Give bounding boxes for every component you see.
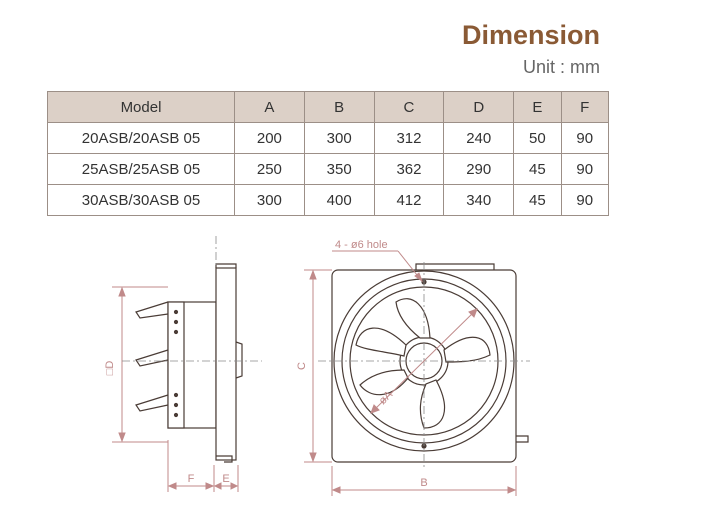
dimension-label-d: □D — [104, 361, 116, 376]
column-header-e: E — [513, 91, 562, 123]
dimension-label-e: E — [222, 473, 229, 485]
cell-c: 362 — [373, 153, 445, 185]
cell-b: 400 — [303, 184, 375, 216]
column-header-d: D — [443, 91, 515, 123]
table-row: 25ASB/25ASB 05 250 350 362 290 45 90 — [47, 153, 610, 185]
dimension-label-b: B — [420, 477, 427, 489]
cell-c: 312 — [373, 122, 445, 154]
table-row: 30ASB/30ASB 05 300 400 412 340 45 90 — [47, 184, 610, 216]
cell-b: 350 — [303, 153, 375, 185]
cell-f: 90 — [560, 122, 610, 154]
cell-b: 300 — [303, 122, 375, 154]
table-header-row: Model A B C D E F — [47, 91, 610, 123]
dimension-label-c: C — [296, 362, 308, 370]
cell-e: 50 — [513, 122, 562, 154]
unit-label: Unit : mm — [522, 57, 600, 77]
dimension-table: Model A B C D E F 20ASB/20ASB 05 200 300… — [47, 91, 610, 216]
technical-drawing: □D F E — [104, 236, 530, 496]
hole-callout: 4 - ø6 hole — [335, 239, 388, 251]
column-header-model: Model — [47, 91, 235, 123]
column-header-f: F — [560, 91, 610, 123]
table-row: 20ASB/20ASB 05 200 300 312 240 50 90 — [47, 122, 610, 154]
cell-d: 340 — [443, 184, 515, 216]
cell-d: 240 — [443, 122, 515, 154]
cell-e: 45 — [513, 184, 562, 216]
cell-model: 20ASB/20ASB 05 — [47, 122, 235, 154]
column-header-a: A — [234, 91, 305, 123]
cell-model: 25ASB/25ASB 05 — [47, 153, 235, 185]
front-view — [331, 263, 529, 463]
dimension-label-f: F — [188, 473, 195, 485]
cell-f: 90 — [560, 184, 610, 216]
cell-model: 30ASB/30ASB 05 — [47, 184, 235, 216]
cell-f: 90 — [560, 153, 610, 185]
cell-c: 412 — [373, 184, 445, 216]
front-dimensions — [304, 250, 517, 496]
cell-e: 45 — [513, 153, 562, 185]
cell-a: 250 — [234, 153, 305, 185]
cell-a: 300 — [234, 184, 305, 216]
side-dimensions — [112, 286, 239, 492]
column-header-c: C — [373, 91, 445, 123]
page-title: Dimension — [461, 20, 600, 50]
side-view — [135, 263, 243, 463]
cell-d: 290 — [443, 153, 515, 185]
cell-a: 200 — [234, 122, 305, 154]
column-header-b: B — [303, 91, 375, 123]
